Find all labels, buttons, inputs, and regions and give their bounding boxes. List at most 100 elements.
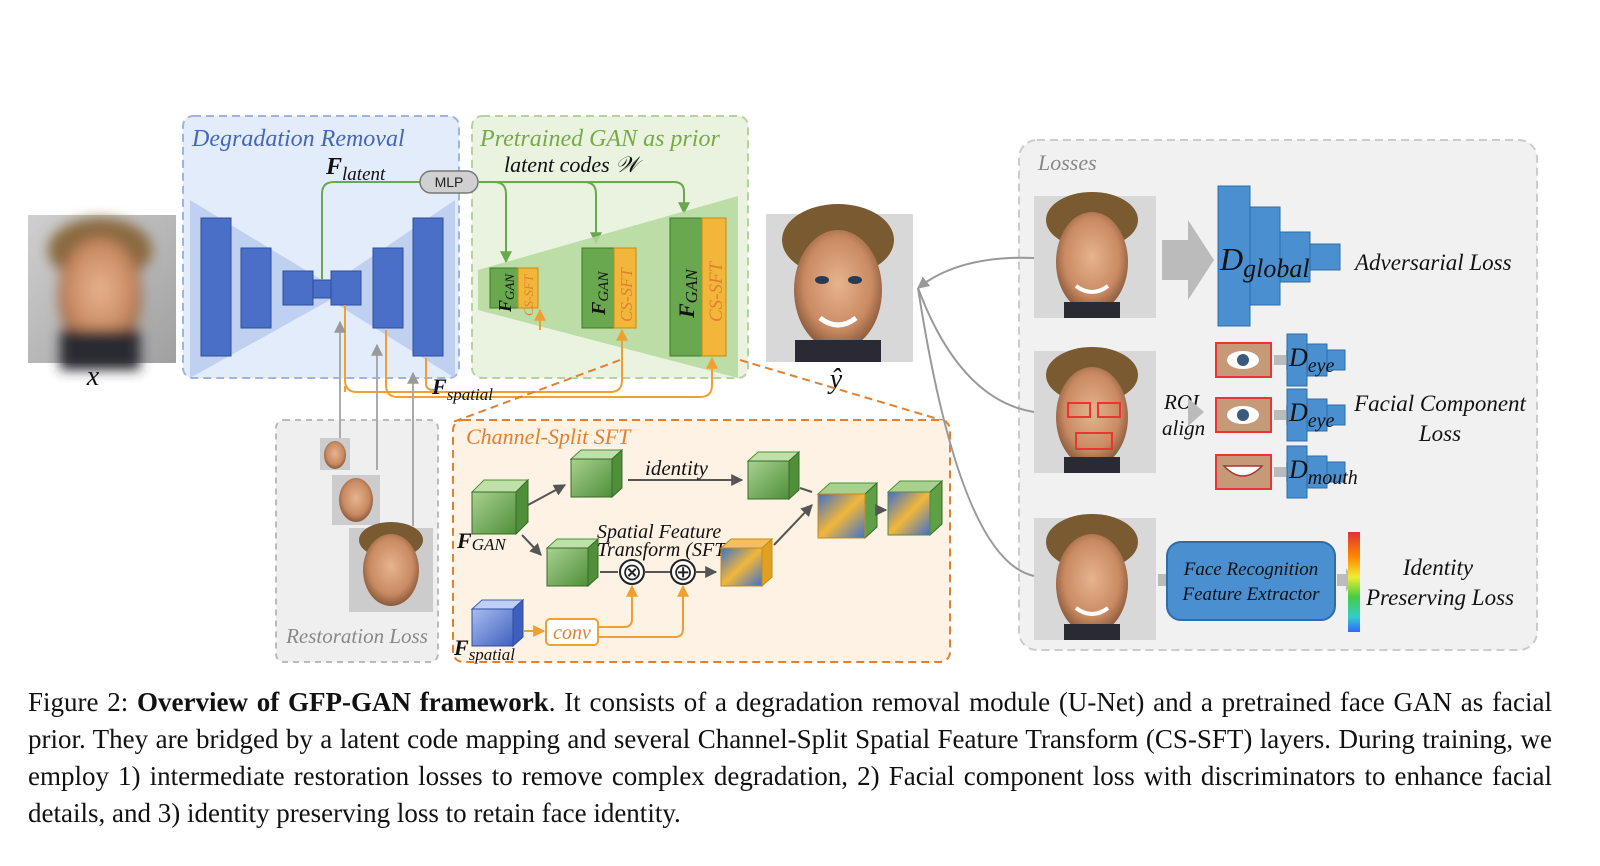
d-global-discriminator: [1217, 185, 1341, 327]
f-gan-rot-2: FGAN: [588, 271, 612, 316]
restoration-face-small: [320, 438, 350, 470]
adversarial-big-arrow: [1162, 220, 1214, 300]
eye-crop-1: [1215, 342, 1272, 378]
gan-block-3: [669, 217, 703, 357]
caption-prefix: Figure 2:: [28, 687, 138, 717]
facial-component-line1: Facial Component: [1353, 391, 1526, 416]
latent-code-branch-1: [493, 181, 512, 264]
cs-sft-block-1: [517, 267, 539, 309]
figure-caption: Figure 2: Overview of GFP-GAN framework.…: [28, 684, 1552, 832]
latent-path: [321, 181, 420, 280]
cs-sft-rot-2: CS-SFT: [617, 267, 636, 322]
identity-feature-bar: [1348, 532, 1360, 632]
input-face-image: [28, 215, 176, 370]
output-face-image: [766, 204, 913, 362]
identity-face-image: [1034, 514, 1156, 640]
f-spatial-label: Fspatial: [431, 374, 493, 404]
identity-loss-line2: Preserving Loss: [1365, 585, 1514, 610]
d-eye-label-2: Deye: [1288, 398, 1335, 432]
conv-to-add: [598, 584, 689, 638]
split-arrow-down: [521, 534, 542, 556]
pretrained-gan-title: Pretrained GAN as prior: [479, 126, 720, 152]
unet-block-dec-1: [330, 270, 362, 306]
identity-cube-right: [746, 450, 801, 501]
conv-label: conv: [553, 622, 591, 644]
mouth-crop: [1215, 454, 1272, 490]
split-arrow-up: [527, 484, 567, 506]
csft-zoom-line-right: [739, 359, 949, 423]
gan-block-2: [581, 247, 615, 329]
cs-sft-block-3: [701, 217, 727, 357]
unet-block-enc-1: [200, 217, 232, 357]
restoration-face-medium: [332, 475, 380, 525]
input-label: x: [86, 361, 100, 392]
add-symbol: ⊕: [673, 558, 693, 586]
f-gan-cube: [470, 478, 530, 536]
d-eye-discriminator-1: [1286, 333, 1346, 387]
identity-loss-line1: Identity: [1402, 555, 1474, 580]
eye-crop-2: [1215, 397, 1272, 433]
face-recognition-box: [1166, 541, 1336, 621]
restoration-face-large: [349, 522, 433, 612]
conv-box: [545, 618, 599, 646]
f-spatial-path-1: [344, 305, 628, 393]
final-cube: [886, 479, 944, 537]
cs-sft-rot-1: CS-SFT: [521, 274, 536, 316]
restoration-loss-label: Restoration Loss: [285, 624, 428, 648]
unet-block-enc-3: [282, 270, 314, 306]
unet-block-enc-2: [240, 247, 272, 329]
facial-component-line2: Loss: [1418, 421, 1461, 446]
output-to-component: [917, 287, 1035, 413]
csft-title: Channel-Split SFT: [466, 424, 632, 449]
caption-text: . It consists of a degradation removal m…: [28, 687, 1553, 828]
unet-bottleneck: [312, 279, 332, 299]
face-rec-line2: Feature Extractor: [1181, 584, 1320, 605]
f-spatial-path-2: [385, 330, 718, 398]
f-gan-cube-label: FGAN: [456, 528, 507, 554]
cs-sft-block-2: [613, 247, 637, 329]
cs-sft-rot-3: CS-SFT: [706, 260, 727, 322]
concat-arrow-up: [773, 504, 813, 546]
roi-arrow: [1188, 398, 1204, 426]
adversarial-face-image: [1034, 192, 1156, 318]
latent-code-branch-2: [583, 181, 602, 245]
f-spatial-cube: [470, 598, 525, 648]
latent-codes-label: latent codes 𝒲: [504, 152, 643, 177]
component-face-image: [1034, 347, 1156, 473]
concat-cube: [816, 481, 879, 540]
output-to-adversarial: [917, 256, 1035, 289]
d-eye-label-1: Deye: [1288, 343, 1335, 377]
unet-block-dec-3: [412, 217, 444, 357]
gan-block-1: [489, 267, 519, 309]
sft-label-line1: Spatial Feature: [597, 521, 721, 543]
degradation-removal-title: Degradation Removal: [191, 126, 405, 152]
f-spatial-path-3: [425, 358, 435, 391]
f-gan-rot-1: FGAN: [495, 273, 517, 313]
identity-label: identity: [645, 456, 709, 480]
d-global-label: Dglobal: [1219, 241, 1310, 283]
mlp-label: MLP: [435, 174, 464, 190]
csft-zoom-line-left: [452, 359, 621, 423]
caption-bold-title: Overview of GFP-GAN framework: [137, 687, 549, 717]
latent-code-line: [478, 181, 690, 215]
losses-title: Losses: [1037, 150, 1097, 175]
d-eye-discriminator-2: [1286, 388, 1346, 442]
f-spatial-cube-label: Fspatial: [453, 635, 515, 664]
d-mouth-discriminator: [1286, 445, 1346, 499]
conv-to-multiply: [598, 584, 638, 628]
output-to-identity: [917, 287, 1035, 577]
gfpgan-framework-diagram: Degradation Removal Pretrained GAN as pr…: [28, 115, 1538, 664]
sft-label-line2: Transform (SFT): [597, 539, 732, 561]
roi-line2: align: [1162, 416, 1205, 440]
unet-block-dec-2: [372, 247, 404, 329]
concat-arrow-right: [799, 487, 813, 493]
f-gan-rot-3: FGAN: [674, 268, 701, 319]
face-rec-line1: Face Recognition: [1183, 559, 1319, 580]
sft-output-cube: [719, 537, 774, 588]
adversarial-loss-label: Adversarial Loss: [1353, 250, 1512, 275]
f-latent-label: Flatent: [325, 154, 386, 185]
sft-input-cube: [545, 537, 600, 588]
d-mouth-label: Dmouth: [1288, 455, 1358, 489]
identity-cube-left: [569, 448, 624, 499]
multiply-symbol: ⊗: [622, 558, 642, 586]
